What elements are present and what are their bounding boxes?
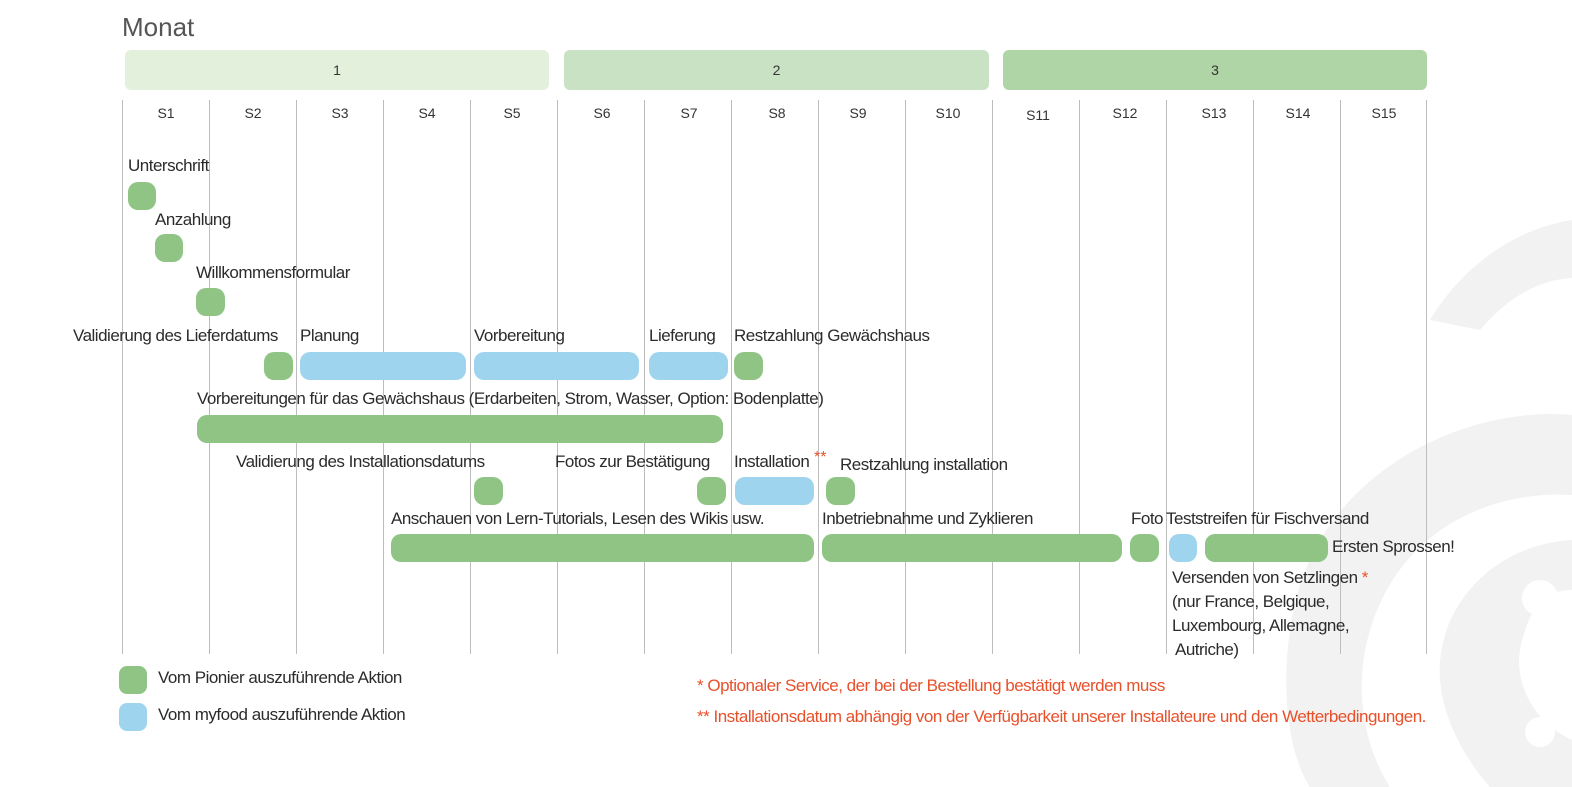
task-label-teststreifen: Teststreifen für Fischversand [1166, 509, 1369, 528]
versenden-line-4: Autriche) [1175, 640, 1239, 659]
month-2-label: 2 [772, 62, 781, 78]
week-label-s8: S8 [768, 105, 786, 121]
task-bar-vorbereitungen [197, 415, 723, 443]
task-label-anzahlung: Anzahlung [155, 210, 231, 229]
grid-line [1253, 100, 1254, 654]
footnote-1-text: Optionaler Service, der bei der Bestellu… [707, 676, 1165, 695]
week-label-s2: S2 [244, 105, 262, 121]
month-axis-title: Monat [122, 12, 195, 42]
task-bar-lieferung [649, 352, 728, 380]
grid-line [1166, 100, 1167, 654]
task-bar-willkommensformular [196, 288, 225, 316]
week-label-s12: S12 [1112, 105, 1138, 121]
task-label-installation: Installation [734, 452, 810, 471]
grid-line [905, 100, 906, 654]
versenden-line-2: (nur France, Belgique, [1172, 592, 1330, 611]
grid-line [296, 100, 297, 654]
grid-line [1426, 100, 1427, 654]
week-label-s11: S11 [1026, 107, 1050, 123]
grid-line [644, 100, 645, 654]
legend-label-pionier: Vom Pionier auszuführende Aktion [158, 668, 402, 687]
task-label-willkommensformular: Willkommensformular [196, 263, 350, 282]
task-bar-foto [1130, 534, 1159, 562]
grid-line [818, 100, 819, 654]
week-label-s5: S5 [503, 105, 521, 121]
task-label-fotos: Fotos zur Bestätigung [555, 452, 710, 471]
task-label-versenden-setzlingen: Versenden von Setzlingen * (nur France, … [1172, 566, 1368, 662]
task-bar-validierung-lieferdatum [264, 352, 293, 380]
week-label-s4: S4 [418, 105, 436, 121]
task-label-validierung-installationsdatum: Validierung des Installationsdatums [236, 452, 485, 471]
task-bar-unterschrift [128, 182, 156, 210]
task-bar-fotos [697, 477, 726, 505]
task-bar-inbetriebnahme [822, 534, 1122, 562]
task-label-restzahlung-gewaechshaus: Restzahlung Gewächshaus [734, 326, 930, 345]
week-label-s3: S3 [331, 105, 349, 121]
legend-label-myfood: Vom myfood auszuführende Aktion [158, 705, 406, 724]
task-label-foto: Foto [1131, 509, 1164, 528]
task-label-vorbereitung: Vorbereitung [474, 326, 565, 345]
week-label-s10: S10 [935, 105, 961, 121]
month-1-label: 1 [333, 62, 341, 78]
week-label-s7: S7 [680, 105, 698, 121]
week-label-s15: S15 [1371, 105, 1397, 121]
week-label-s13: S13 [1201, 105, 1227, 121]
installation-footnote-marker: ** [814, 449, 827, 466]
task-label-restzahlung-installation: Restzahlung installation [840, 455, 1008, 474]
task-label-vorbereitungen: Vorbereitungen für das Gewächshaus (Erda… [197, 389, 824, 408]
task-label-validierung-lieferdatum: Validierung des Lieferdatums [73, 326, 278, 345]
legend-swatch-pionier [119, 666, 147, 694]
task-bar-vorbereitung [474, 352, 639, 380]
task-bar-anschauen [391, 534, 814, 562]
versenden-line-1: Versenden von Setzlingen [1172, 568, 1358, 587]
month-1-bar: 1 [125, 50, 549, 90]
week-label-s14: S14 [1285, 105, 1311, 121]
task-bar-restzahlung-gewaechshaus [734, 352, 763, 380]
task-label-planung: Planung [300, 326, 359, 345]
month-3-bar: 3 [1003, 50, 1427, 90]
task-bar-installation [735, 477, 814, 505]
task-label-lieferung: Lieferung [649, 326, 716, 345]
task-label-unterschrift: Unterschrift [128, 156, 209, 175]
grid-line [731, 100, 732, 654]
grid-line [470, 100, 471, 654]
task-bar-anzahlung [155, 234, 183, 262]
task-label-inbetriebnahme: Inbetriebnahme und Zyklieren [822, 509, 1033, 528]
week-label-s6: S6 [593, 105, 611, 121]
grid-line [122, 100, 123, 654]
month-2-bar: 2 [564, 50, 989, 90]
footnote-2-text: Installationsdatum abhängig von der Verf… [713, 707, 1426, 726]
footnote-optional-service: * Optionaler Service, der bei der Bestel… [697, 676, 1165, 696]
footnote-2-marker: ** [697, 707, 710, 726]
legend-swatch-myfood [119, 703, 147, 731]
versenden-footnote-marker: * [1361, 568, 1369, 587]
myfood-logo-watermark [1286, 220, 1572, 787]
grid-line [1079, 100, 1080, 654]
footnote-1-marker: * [697, 676, 704, 695]
task-bar-planung [300, 352, 466, 380]
grid-line [1340, 100, 1341, 654]
task-bar-erste-sprossen [1205, 534, 1328, 562]
task-bar-restzahlung-installation [826, 477, 855, 505]
grid-line [992, 100, 993, 654]
task-bar-validierung-installationsdatum [474, 477, 503, 505]
task-bar-teststreifen [1169, 534, 1197, 562]
task-label-ersten-sprossen: Ersten Sprossen! [1332, 537, 1455, 556]
grid-line [209, 100, 210, 654]
task-label-anschauen: Anschauen von Lern-Tutorials, Lesen des … [391, 509, 765, 528]
month-3-label: 3 [1211, 62, 1219, 78]
week-label-s1: S1 [157, 105, 175, 121]
week-label-s9: S9 [849, 105, 867, 121]
versenden-line-3: Luxembourg, Allemagne, [1172, 616, 1350, 635]
footnote-installation-date: ** Installationsdatum abhängig von der V… [697, 707, 1426, 727]
